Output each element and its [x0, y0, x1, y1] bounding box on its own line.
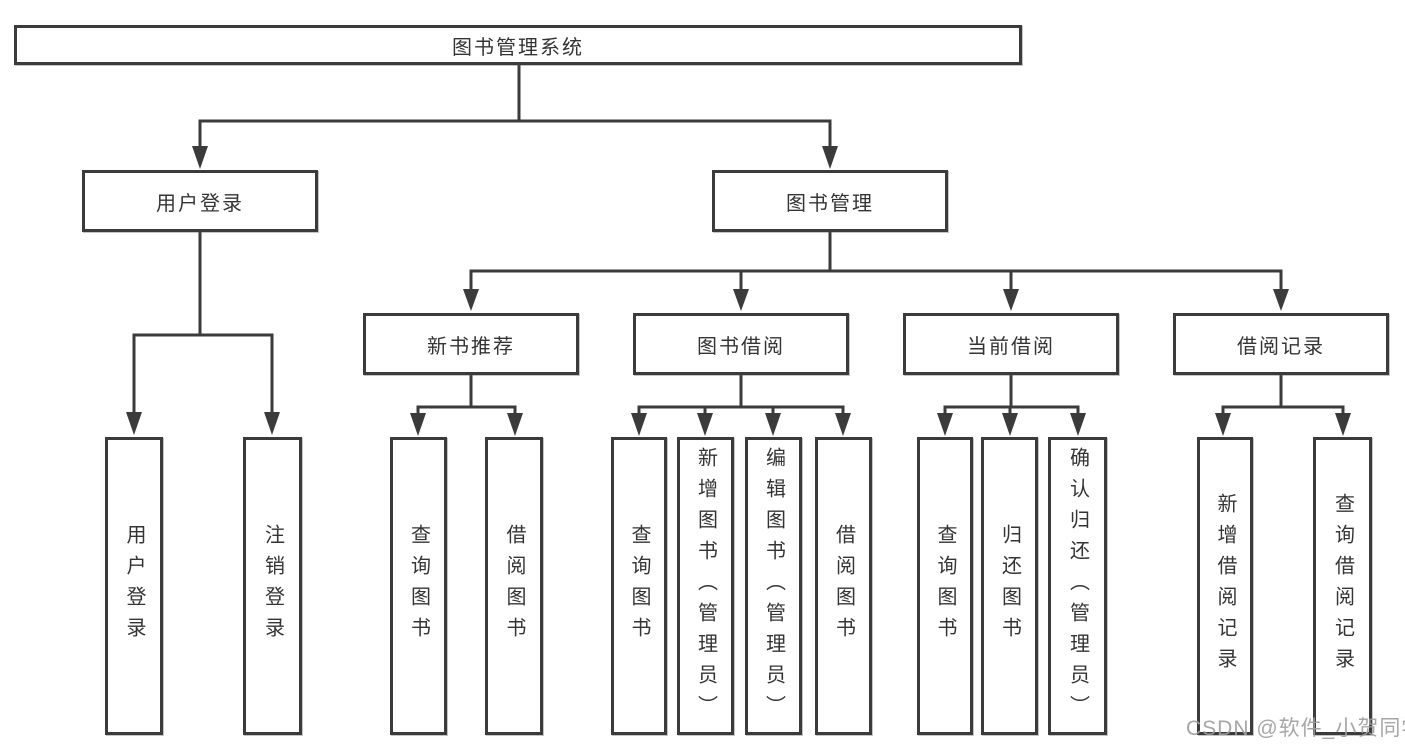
node-label: 编辑图书（管理员） — [762, 446, 785, 726]
leaf-logout: 注销登录 — [243, 437, 302, 735]
node-user-login: 用户登录 — [82, 170, 318, 232]
node-label: 查询图书 — [934, 524, 956, 648]
node-label: 注销登录 — [261, 524, 284, 648]
arrow-down-icon — [835, 413, 851, 436]
leaf-borrow-books-recommend: 借阅图书 — [485, 437, 543, 735]
node-label: 借阅图书 — [832, 524, 855, 648]
leaf-query-borrow-record: 查询借阅记录 — [1313, 437, 1372, 735]
leaf-query-books-current: 查询图书 — [917, 437, 973, 735]
node-book-management: 图书管理 — [712, 170, 948, 232]
node-label: 当前借阅 — [967, 335, 1055, 358]
leaf-add-borrow-record: 新增借阅记录 — [1197, 437, 1253, 735]
connector-borrow-records-fork — [1215, 375, 1351, 436]
connector-book-management-fork — [463, 232, 1289, 311]
node-new-book-recommend: 新书推荐 — [363, 313, 579, 375]
csdn-watermark: CSDN @软件_小贺同学 — [1186, 717, 1405, 740]
arrow-down-icon — [1070, 413, 1086, 436]
node-book-borrow: 图书借阅 — [633, 313, 849, 375]
leaf-query-books-recommend: 查询图书 — [390, 437, 447, 735]
node-label: 图书管理系统 — [452, 36, 584, 59]
node-label: 归还图书 — [998, 524, 1021, 648]
arrow-down-icon — [765, 413, 781, 436]
node-label: 用户登录 — [156, 192, 244, 215]
node-label: 图书借阅 — [697, 335, 785, 358]
node-label: 用户登录 — [123, 524, 145, 648]
arrow-down-icon — [822, 146, 838, 169]
arrow-down-icon — [733, 289, 749, 311]
arrow-down-icon — [1003, 289, 1019, 311]
connector-book-borrow-fork — [631, 375, 851, 436]
connector-new-book-fork — [410, 375, 523, 436]
node-label: 查询图书 — [628, 524, 650, 648]
node-label: 查询图书 — [407, 524, 430, 648]
node-borrow-records: 借阅记录 — [1173, 313, 1389, 375]
node-label: 查询借阅记录 — [1331, 493, 1354, 679]
connector-root-fork — [192, 65, 838, 169]
node-current-borrow: 当前借阅 — [903, 313, 1119, 375]
node-label: 借阅图书 — [503, 524, 525, 648]
arrow-down-icon — [410, 413, 426, 436]
node-label: 确认归还（管理员） — [1066, 446, 1089, 726]
arrow-down-icon — [1215, 413, 1231, 436]
arrow-down-icon — [264, 412, 280, 435]
node-label: 借阅记录 — [1237, 335, 1325, 358]
arrow-down-icon — [697, 413, 713, 436]
arrow-down-icon — [1335, 413, 1351, 436]
connector-current-borrow-fork — [937, 375, 1086, 436]
leaf-confirm-return-admin: 确认归还（管理员） — [1048, 437, 1107, 735]
arrow-down-icon — [463, 289, 479, 311]
arrow-down-icon — [631, 413, 647, 436]
arrow-down-icon — [937, 413, 953, 436]
connector-user-login-fork — [126, 232, 280, 435]
arrow-down-icon — [507, 413, 523, 436]
leaf-return-books: 归还图书 — [981, 437, 1038, 735]
leaf-user-login: 用户登录 — [105, 437, 163, 735]
node-library-system: 图书管理系统 — [14, 25, 1022, 65]
node-label: 图书管理 — [786, 192, 874, 215]
node-label: 新增图书（管理员） — [694, 446, 717, 726]
leaf-query-books-borrow: 查询图书 — [611, 437, 667, 735]
leaf-edit-books-admin: 编辑图书（管理员） — [745, 437, 802, 735]
node-label: 新增借阅记录 — [1214, 493, 1236, 679]
arrow-down-icon — [1273, 289, 1289, 311]
arrow-down-icon — [126, 412, 142, 435]
node-label: 新书推荐 — [427, 335, 515, 358]
leaf-borrow-books: 借阅图书 — [815, 437, 872, 735]
leaf-add-books-admin: 新增图书（管理员） — [677, 437, 734, 735]
arrow-down-icon — [1002, 413, 1018, 436]
arrow-down-icon — [192, 146, 208, 169]
